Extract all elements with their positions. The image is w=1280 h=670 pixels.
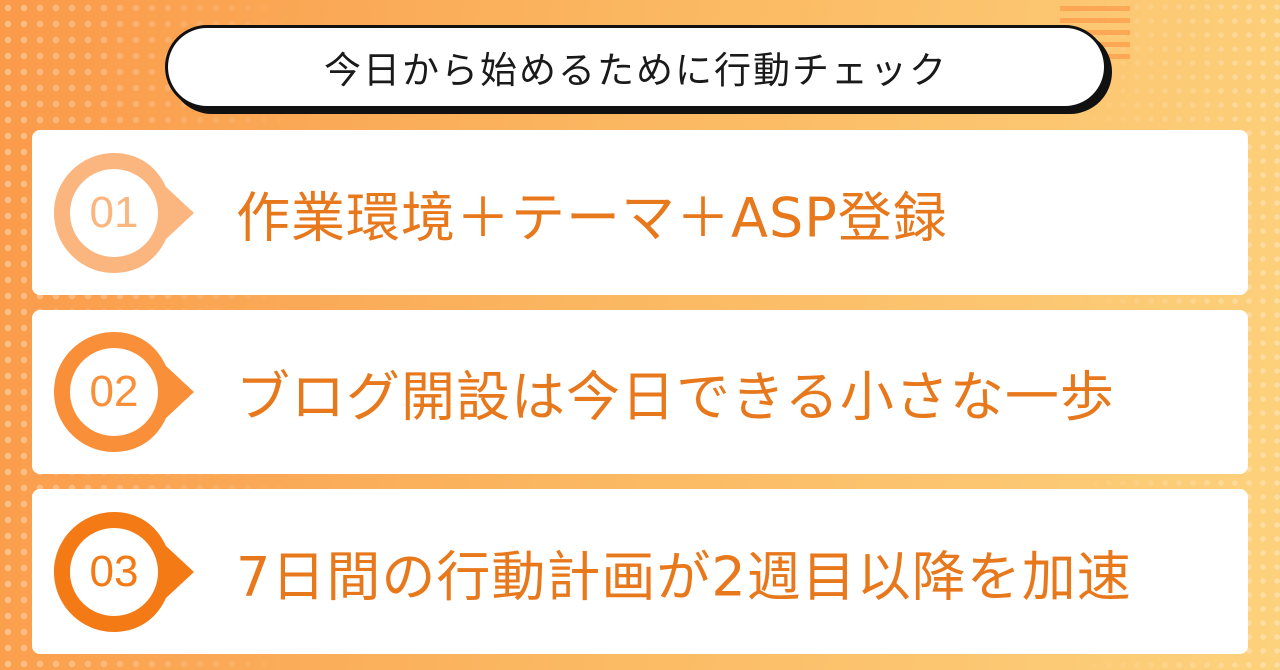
badge-shape-icon xyxy=(54,152,194,273)
item-text: ブログ開設は今日できる小さな一歩 xyxy=(236,365,1115,429)
checklist-item-1: 01 作業環境＋テーマ＋ASP登録 xyxy=(32,130,1248,295)
number-badge-1: 01 xyxy=(54,152,204,273)
checklist-item-2: 02 ブログ開設は今日できる小さな一歩 xyxy=(32,310,1248,474)
badge-shape-icon xyxy=(54,332,194,452)
badge-number: 02 xyxy=(89,367,139,416)
number-badge-3: 03 xyxy=(54,511,204,632)
item-text: 作業環境＋テーマ＋ASP登録 xyxy=(236,186,948,249)
title-banner: 今日から始めるために行動チェック xyxy=(165,25,1107,109)
page-title: 今日から始めるために行動チェック xyxy=(324,49,948,92)
badge-shape-icon xyxy=(54,511,194,632)
badge-number: 03 xyxy=(89,546,139,596)
number-badge-2: 02 xyxy=(54,332,204,452)
item-text: 7日間の行動計画が2週目以降を加速 xyxy=(236,545,1132,608)
badge-number: 01 xyxy=(89,187,139,237)
checklist-item-3: 03 7日間の行動計画が2週目以降を加速 xyxy=(32,489,1248,654)
